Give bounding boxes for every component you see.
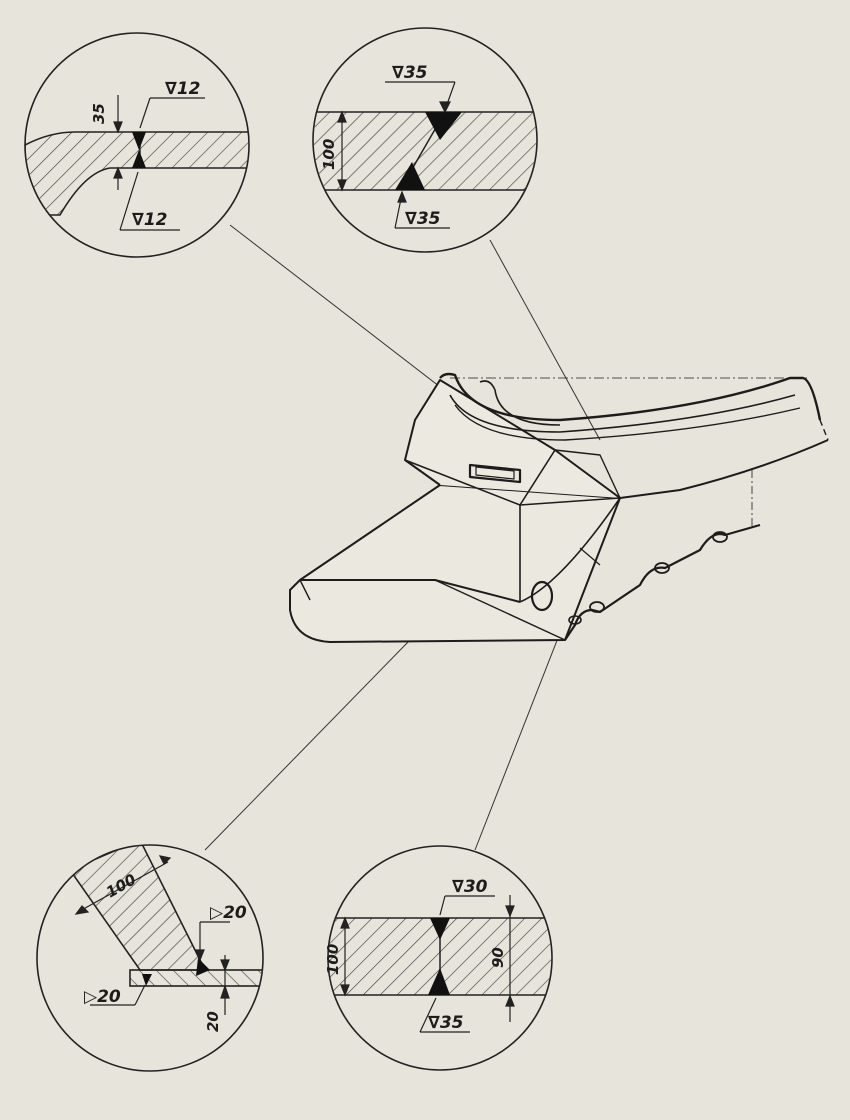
isometric-bucket-tooth-assembly bbox=[289, 372, 829, 643]
leader-line-bottom-left bbox=[204, 639, 411, 851]
dimension-bottom-left-plate: 20 bbox=[204, 1011, 222, 1032]
detail-bottom-left: ▷20 ▷20 100 20 bbox=[36, 844, 264, 1072]
dimension-top-left-thickness: 35 bbox=[90, 103, 108, 124]
weld-label-top-right-lower: ∇35 bbox=[405, 209, 441, 229]
weld-label-top-left-upper: ∇12 bbox=[165, 79, 201, 99]
leader-lines bbox=[204, 224, 601, 851]
leader-line-top-left bbox=[229, 224, 471, 411]
leader-line-top-right bbox=[489, 239, 601, 441]
dimension-bottom-right-left-thickness: 100 bbox=[324, 944, 342, 975]
detail-top-right: ∇35 ∇35 100 bbox=[312, 27, 538, 253]
weld-label-top-left-lower: ∇12 bbox=[132, 210, 168, 230]
weld-label-bottom-left-left: ▷20 bbox=[84, 987, 121, 1007]
leader-line-bottom-right bbox=[474, 619, 566, 851]
weld-label-bottom-right-upper: ∇30 bbox=[452, 877, 488, 897]
weld-label-bottom-left-right: ▷20 bbox=[210, 903, 247, 923]
detail-bottom-right: ∇30 ∇35 100 90 bbox=[324, 845, 553, 1071]
detail-top-left: ∇12 ∇12 35 bbox=[24, 32, 250, 258]
weld-label-bottom-right-lower: ∇35 bbox=[428, 1013, 464, 1033]
weld-label-top-right-upper: ∇35 bbox=[392, 63, 428, 83]
dimension-bottom-right-right-thickness: 90 bbox=[489, 947, 507, 968]
dimension-top-right-thickness: 100 bbox=[320, 139, 338, 170]
